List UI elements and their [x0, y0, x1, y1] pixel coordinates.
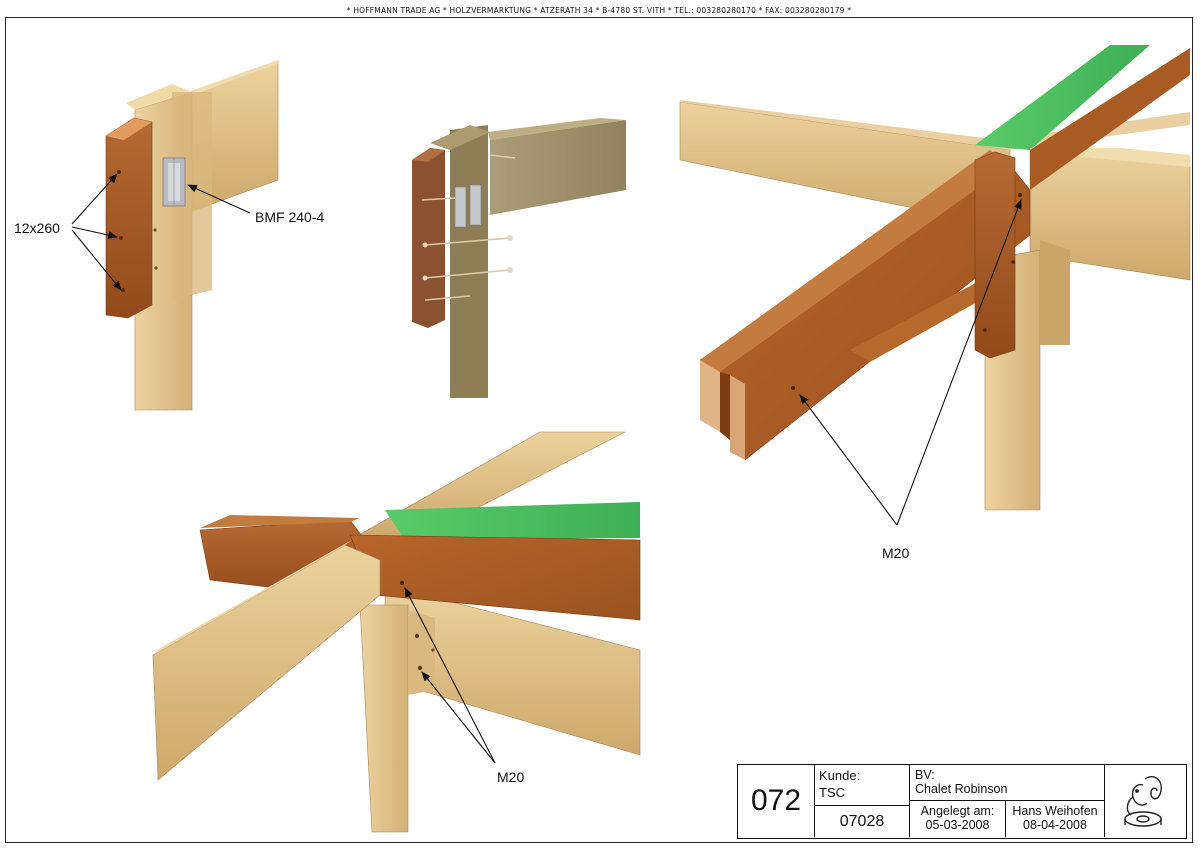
screw-label: 12x260 — [14, 220, 60, 236]
drawing-number: 072 — [738, 765, 815, 837]
title-block: 072 Kunde: TSC 07028 BV: Chalet Robinson… — [737, 764, 1187, 839]
project-value: Chalet Robinson — [915, 782, 1008, 796]
post-bracket-detail — [105, 60, 280, 411]
bracket-label: BMF 240-4 — [255, 209, 324, 225]
author-date: 08-04-2008 — [1023, 818, 1087, 832]
author-cell: Hans Weihofen 08-04-2008 — [1006, 801, 1105, 837]
created-cell: Angelegt am: 05-03-2008 — [910, 801, 1006, 837]
company-logo — [1105, 765, 1185, 837]
customer-value: TSC — [819, 785, 845, 800]
exploded-joint-detail — [412, 118, 626, 398]
steel-bracket-icon — [162, 157, 186, 207]
author-name: Hans Weihofen — [1012, 804, 1098, 818]
project-cell: BV: Chalet Robinson — [910, 765, 1105, 801]
drawing-frame — [5, 17, 1193, 843]
bolt-label-bottom: M20 — [497, 769, 524, 785]
created-label: Angelegt am: — [920, 804, 995, 818]
lower-corner-detail — [152, 431, 641, 833]
project-label: BV: — [915, 768, 935, 782]
bolt-label-right: M20 — [882, 545, 909, 561]
project-code: 07028 — [815, 806, 910, 837]
callouts — [71, 173, 1022, 764]
customer-label: Kunde: — [819, 768, 861, 783]
company-header: * HOFFMANN TRADE AG * HOLZVERMARKTUNG * … — [346, 6, 852, 15]
squirrel-icon — [1124, 775, 1162, 827]
roof-corner-detail — [679, 45, 1191, 511]
customer-cell: Kunde: TSC — [815, 765, 910, 806]
created-date: 05-03-2008 — [925, 818, 990, 832]
